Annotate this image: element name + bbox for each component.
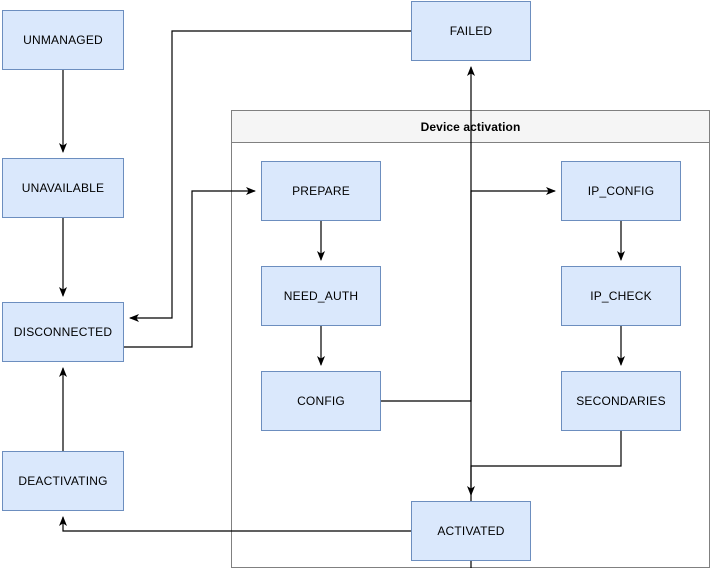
state-node-label: IP_CHECK [590,289,652,303]
state-node-secondaries[interactable]: SECONDARIES [561,371,681,431]
state-node-config[interactable]: CONFIG [261,371,381,431]
state-node-unavailable[interactable]: UNAVAILABLE [2,158,124,218]
state-node-label: PREPARE [292,184,350,198]
state-node-disconnected[interactable]: DISCONNECTED [2,302,124,362]
device-activation-group-title: Device activation [232,111,709,143]
state-node-need_auth[interactable]: NEED_AUTH [261,266,381,326]
state-node-ip_config[interactable]: IP_CONFIG [561,161,681,221]
state-node-prepare[interactable]: PREPARE [261,161,381,221]
state-node-unmanaged[interactable]: UNMANAGED [2,10,124,70]
state-node-label: CONFIG [297,394,345,408]
state-node-label: UNMANAGED [23,33,103,47]
state-node-label: UNAVAILABLE [21,181,105,195]
state-node-deactivating[interactable]: DEACTIVATING [2,451,124,511]
state-node-label: DEACTIVATING [18,474,108,488]
state-node-label: DISCONNECTED [13,325,113,339]
state-node-activated[interactable]: ACTIVATED [411,501,531,561]
state-node-label: IP_CONFIG [587,184,655,198]
state-node-label: ACTIVATED [437,524,505,538]
state-node-label: SECONDARIES [576,394,666,408]
state-node-failed[interactable]: FAILED [411,1,531,61]
state-node-ip_check[interactable]: IP_CHECK [561,266,681,326]
state-node-label: FAILED [449,24,493,38]
state-node-label: NEED_AUTH [283,289,359,303]
